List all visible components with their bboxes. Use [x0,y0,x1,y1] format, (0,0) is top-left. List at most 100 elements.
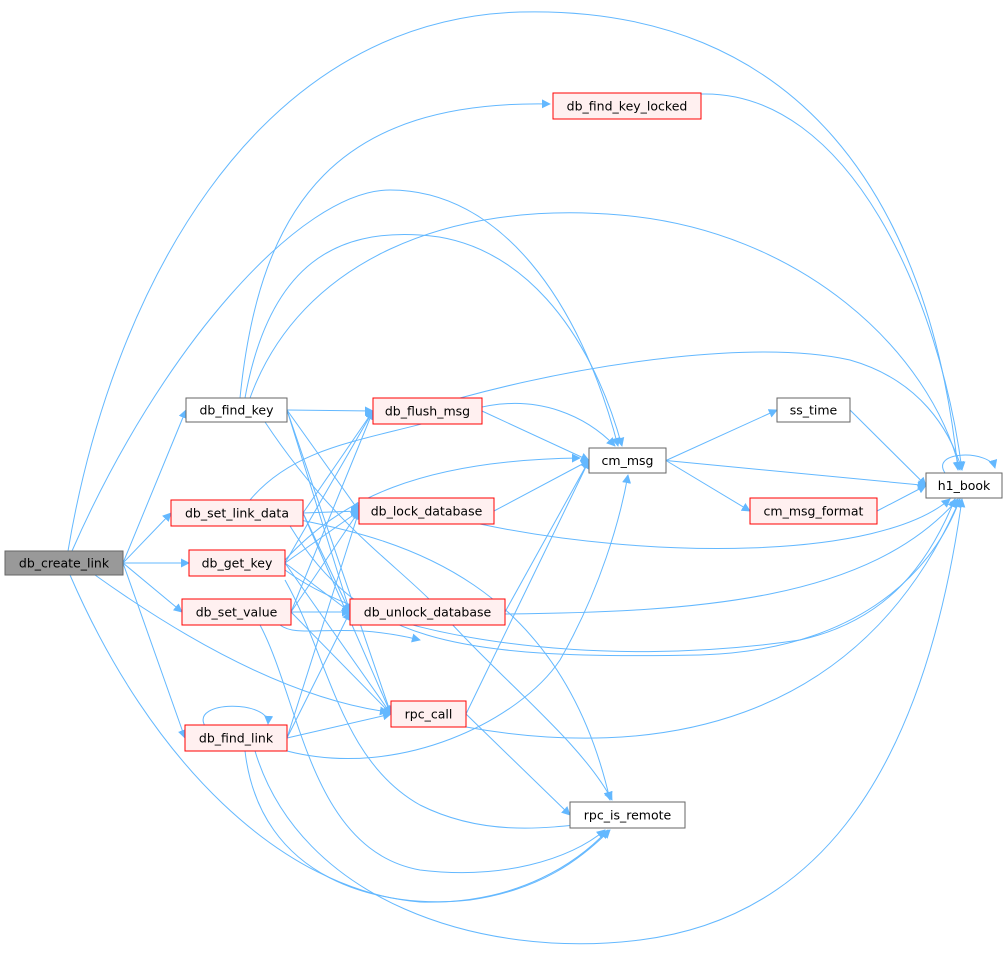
node-box[interactable] [358,497,495,525]
edge-db_create_link-to-db_set_link_data [122,512,172,564]
node-cm-msg-format[interactable]: cm_msg_format [749,497,878,525]
edge-db_set_link_data-to-db_lock_database [302,506,360,516]
edge-cm_msg-to-cm_msg_format [665,460,751,512]
node-db-find-link[interactable]: db_find_link [184,724,288,752]
node-db-set-value[interactable]: db_set_value [181,598,292,626]
edge-db_set_link_data-to-rpc_is_remote [299,519,613,801]
node-label: h1_book [938,478,991,493]
edge-db_lock_database-to-cm_msg [493,460,590,512]
edge-db_create_link-to-db_find_key [122,409,188,564]
node-box[interactable] [181,598,292,626]
node-rpc-call[interactable]: rpc_call [390,700,467,728]
node-box[interactable] [569,801,686,829]
node-label: ss_time [790,403,838,418]
edge-db_find_link-to-h1_book [254,498,966,945]
node-db-lock-database[interactable]: db_lock_database [358,497,495,525]
node-box[interactable] [372,397,483,425]
edge-db_find_link-to-rpc_is_remote [244,750,611,903]
node-label: rpc_call [405,707,453,722]
edge-db_find_key-to-db_lock_database [286,409,360,512]
node-ss-time[interactable]: ss_time [776,397,851,423]
node-label: cm_msg [602,453,654,468]
node-box[interactable] [776,397,851,423]
node-label: db_unlock_database [364,605,492,620]
node-db-create-link[interactable]: db_create_link [4,550,124,576]
edge-db_set_link_data-to-db_flush_msg [302,410,374,514]
edge-db_unlock_database-to-cm_msg [504,459,590,613]
edge-db_find_key-to-h1_book [249,212,963,471]
edge-db_find_key-to-cm_msg [244,234,625,447]
node-db-find-key[interactable]: db_find_key [185,397,288,423]
node-box[interactable] [552,92,702,120]
node-box[interactable] [4,550,124,576]
node-label: db_flush_msg [385,404,470,419]
edge-db_find_link-to-rpc_call [286,711,392,739]
edge-cm_msg_format-to-h1_book [876,485,927,512]
edge-db_set_value-to-db_flush_msg [290,410,375,613]
edge-db_get_key-to-cm_msg [284,453,581,561]
node-box[interactable] [188,549,286,577]
edge-db_create_link-to-rpc_call [94,574,389,716]
edge-db_find_link-to-cm_msg [286,474,632,759]
edge-db_find_key-to-rpc_call [286,409,393,715]
edge-cm_msg-to-h1_book [665,460,927,490]
node-label: db_find_link [199,731,274,746]
edge-h1_book-to-h1_book [942,454,998,474]
edge-db_get_key-to-rpc_is_remote [284,579,599,829]
node-db-set-link-data[interactable]: db_set_link_data [170,499,304,527]
node-box[interactable] [170,499,304,527]
edge-ss_time-to-h1_book [849,409,927,487]
node-box[interactable] [185,397,288,423]
node-db-find-key-locked[interactable]: db_find_key_locked [552,92,702,120]
edge-cm_msg-to-ss_time [665,409,778,461]
node-box[interactable] [390,700,467,728]
edge-db_find_link-to-db_unlock_database [286,611,351,739]
node-box[interactable] [349,598,506,626]
node-label: db_find_key_locked [567,99,688,114]
node-label: db_find_key [200,403,275,418]
node-db-get-key[interactable]: db_get_key [188,549,286,577]
edge-rpc_call-to-rpc_is_remote [465,713,571,816]
edge-db_find_key-to-db_unlock_database [286,409,352,613]
node-label: db_get_key [202,556,273,571]
edge-db_unlock_database-to-h1_book [504,498,959,615]
edge-db_lock_database-to-h1_book [479,498,951,549]
edge-db_get_key-to-rpc_call [284,562,392,715]
edge-db_create_link-to-cm_msg [71,189,621,552]
edge-rpc_call-to-h1_book [465,498,961,739]
edge-db_set_value-to-h1_book [279,624,421,643]
edge-db_flush_msg-to-cm_msg [481,410,590,462]
node-label: rpc_is_remote [584,808,672,823]
edge-db_find_link-to-db_find_link [202,705,274,727]
edge-db_create_link-to-rpc_is_remote [69,574,609,903]
edge-db_flush_msg-to-h1_book [459,351,964,471]
edges-layer [67,11,998,945]
node-label: db_set_value [196,605,278,620]
node-cm-msg[interactable]: cm_msg [588,447,667,474]
node-box[interactable] [184,724,288,752]
edge-db_get_key-to-db_flush_msg [284,410,374,564]
node-box[interactable] [588,447,667,474]
edge-db_find_key-to-db_find_key_locked [239,99,551,399]
node-rpc-is-remote[interactable]: rpc_is_remote [569,801,686,829]
edge-db_create_link-to-db_find_link [122,562,187,739]
nodes-layer: db_create_link db_find_key_locked db_find_… [4,92,1003,829]
node-db-unlock-database[interactable]: db_unlock_database [349,598,506,626]
node-label: db_lock_database [371,504,483,519]
edge-db_get_key-to-db_unlock_database [284,562,351,613]
edge-db_create_link-to-h1_book [67,11,962,552]
edge-db_set_value-to-rpc_is_remote [259,624,606,874]
edge-db_find_key-to-db_flush_msg [286,406,374,416]
edge-db_set_link_data-to-db_unlock_database [302,512,351,613]
node-box[interactable] [925,472,1003,499]
node-label: db_create_link [19,556,110,571]
edge-db_find_link-to-db_lock_database [286,510,361,739]
edge-db_find_key_locked-to-h1_book [700,93,966,471]
edge-db_create_link-to-db_set_value [122,562,183,613]
node-label: db_set_link_data [185,506,289,521]
node-box[interactable] [749,497,878,525]
edge-rpc_call-to-cm_msg [465,459,590,715]
node-db-flush-msg[interactable]: db_flush_msg [372,397,483,425]
node-h1-book[interactable]: h1_book [925,472,1003,499]
